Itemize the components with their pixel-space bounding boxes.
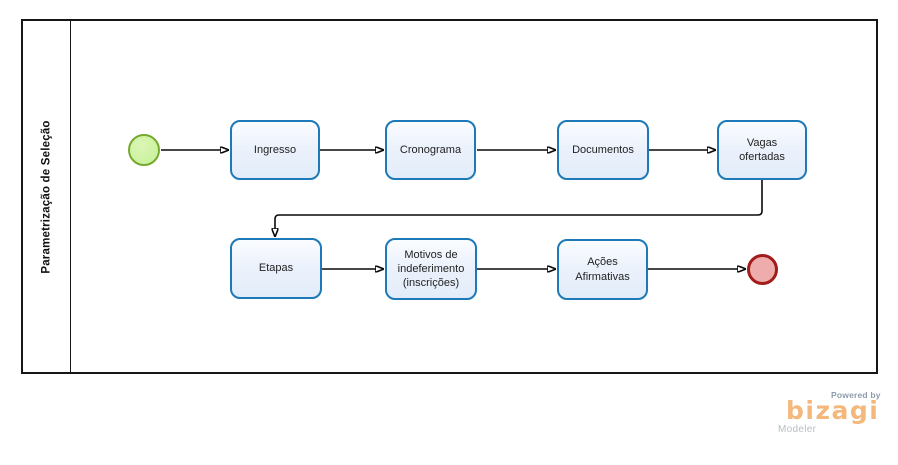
task-label: Documentos — [572, 143, 634, 156]
task-label: Ingresso — [253, 143, 297, 156]
start-event — [128, 134, 160, 166]
lane-label: Parametrização de Seleção — [40, 119, 53, 274]
bizagi-watermark: Powered by bizagi Modeler — [775, 385, 893, 440]
lane-header: Parametrização de Seleção — [23, 21, 71, 372]
task-cronograma: Cronograma — [385, 120, 476, 180]
modeler-text: Modeler — [778, 424, 817, 435]
task-motivos-indeferimento: Motivos de indeferimento (inscrições) — [385, 238, 477, 300]
task-label: Etapas — [258, 262, 294, 275]
powered-by-text: Powered by — [831, 390, 881, 400]
end-event — [747, 254, 778, 285]
task-label: Motivos de indeferimento (inscrições) — [397, 248, 465, 290]
process-pool: Parametrização de Seleção — [21, 19, 878, 374]
task-ingresso: Ingresso — [230, 120, 320, 180]
task-label: Ações Afirmativas — [575, 256, 630, 283]
bizagi-logo: bizagi — [786, 396, 880, 425]
task-etapas: Etapas — [230, 238, 322, 299]
task-documentos: Documentos — [557, 120, 649, 180]
task-label: Cronograma — [399, 143, 462, 156]
task-vagas-ofertadas: Vagas ofertadas — [717, 120, 807, 180]
task-acoes-afirmativas: Ações Afirmativas — [557, 239, 648, 300]
task-label: Vagas ofertadas — [739, 136, 785, 163]
